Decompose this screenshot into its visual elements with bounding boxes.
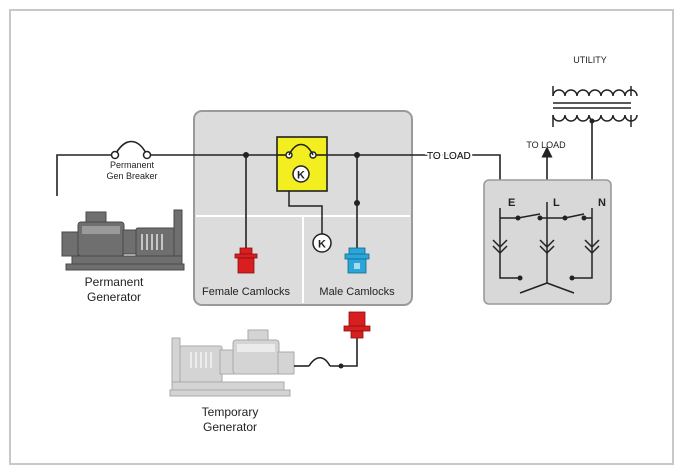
- transfer-switch-nodes: [515, 215, 587, 281]
- main-bus: [56, 140, 506, 214]
- contact-pivot: [354, 200, 360, 206]
- temporary-camlock-connector: [343, 311, 371, 339]
- temporary-generator-label-1: Temporary: [202, 405, 259, 419]
- to-load-main-label: TO LOAD: [427, 151, 471, 162]
- wire-junction: [338, 363, 344, 369]
- transfer-switch-wiring: [492, 202, 600, 294]
- temporary-generator-label-2: Generator: [203, 420, 257, 434]
- svg-text:TO LOAD: TO LOAD: [427, 151, 471, 162]
- breaker-terminal: [142, 150, 152, 160]
- female-camlocks-label: Female Camlocks: [202, 286, 291, 298]
- svg-text:K: K: [318, 239, 326, 251]
- temporary-generator-icon: [169, 329, 295, 397]
- coil-k: K: [312, 233, 332, 253]
- perm-breaker-symbol: [114, 140, 148, 156]
- relay-k-label: K: [297, 170, 305, 182]
- male-camlocks-label: Male Camlocks: [319, 286, 395, 298]
- permanent-generator-icon: [61, 209, 185, 271]
- coil-wire: [288, 191, 323, 234]
- to-load-ats-label: TO LOAD: [526, 140, 566, 150]
- terminal-n-label: N: [598, 197, 606, 209]
- breaker-terminal: [110, 150, 120, 160]
- relay-contactor: K: [276, 136, 328, 192]
- permanent-generator-label-2: Generator: [87, 290, 141, 304]
- male-camlock-connector: [344, 247, 370, 274]
- perm-breaker-label-2: Gen Breaker: [106, 171, 157, 181]
- perm-breaker-label-1: Permanent: [110, 160, 155, 170]
- female-camlock-connector: [234, 247, 258, 274]
- utility-transformer-icon: [552, 86, 638, 127]
- terminal-e-label: E: [508, 197, 515, 209]
- permanent-generator-label-1: Permanent: [85, 275, 144, 289]
- terminal-l-label: L: [553, 197, 560, 209]
- utility-label: UTILITY: [573, 55, 607, 65]
